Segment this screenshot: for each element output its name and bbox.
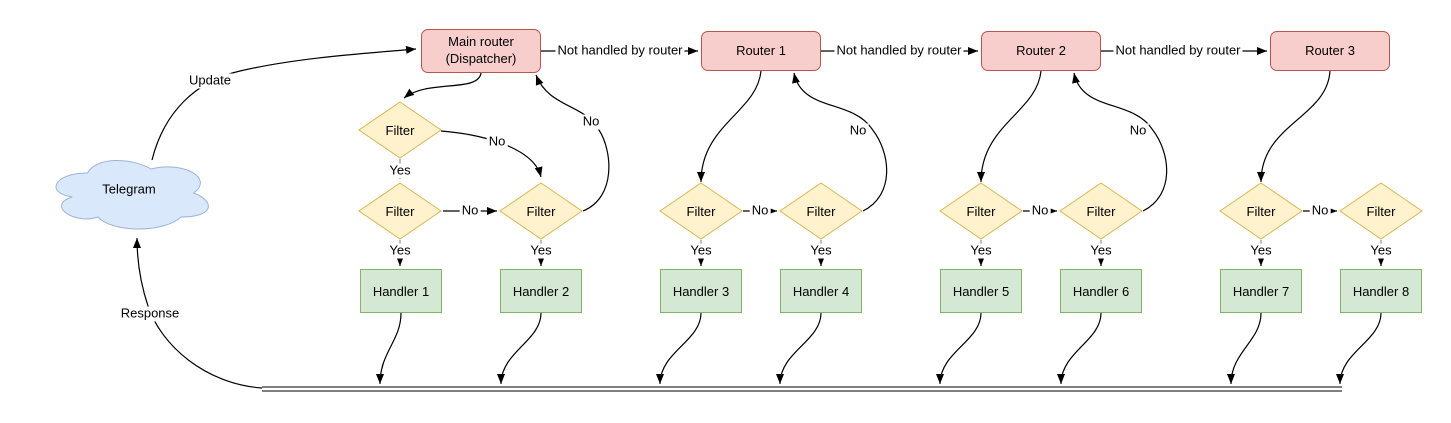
node-filter: Filter: [358, 101, 442, 159]
router-3-label: Router 3: [1305, 42, 1355, 58]
node-filter: Filter: [1219, 182, 1303, 240]
node-handler-7: Handler 7: [1220, 269, 1302, 313]
node-filter: Filter: [659, 182, 743, 240]
edge-handler-out: [1336, 312, 1382, 385]
node-filter: Filter: [1059, 182, 1143, 240]
handler-3-label: Handler 3: [672, 283, 730, 299]
node-handler-6: Handler 6: [1060, 269, 1142, 313]
edge-no-return: [535, 74, 610, 212]
router-1-label: Router 1: [736, 42, 786, 58]
telegram-cloud-shape: [55, 159, 209, 230]
edge-label-not-handled: Not handled by router: [834, 42, 964, 59]
edge-label-no: No: [847, 122, 869, 139]
edge-label-not-handled: Not handled by router: [555, 42, 685, 59]
edge-label-yes: Yes: [387, 242, 413, 259]
edge-handler-out: [656, 312, 702, 385]
edge-handler-out: [497, 312, 542, 385]
edge-label-no: No: [580, 113, 602, 130]
filter-label: Filter: [1366, 203, 1396, 219]
node-handler-4: Handler 4: [780, 269, 862, 313]
handler-5-label: Handler 5: [952, 283, 1010, 299]
edge-handler-out: [1057, 312, 1102, 385]
node-handler-2: Handler 2: [500, 269, 582, 313]
node-filter: Filter: [1339, 182, 1423, 240]
handler-1-label: Handler 1: [372, 283, 430, 299]
handler-8-label: Handler 8: [1352, 283, 1410, 299]
edge-label-yes: Yes: [1248, 242, 1274, 259]
edge-no-return: [1072, 72, 1168, 212]
node-main-router: Main router (Dispatcher): [421, 29, 541, 73]
node-router-1: Router 1: [701, 31, 821, 71]
edge-label-yes: Yes: [387, 162, 413, 179]
filter-label: Filter: [385, 203, 415, 219]
node-router-3: Router 3: [1270, 31, 1390, 71]
router-2-label: Router 2: [1016, 42, 1066, 58]
edge-label-not-handled: Not handled by router: [1113, 42, 1243, 59]
handler-4-label: Handler 4: [792, 283, 850, 299]
edge-label-no: No: [1309, 202, 1331, 219]
handler-2-label: Handler 2: [512, 283, 570, 299]
edge-label-no: No: [486, 133, 508, 150]
handler-6-label: Handler 6: [1072, 283, 1130, 299]
edge-main-to-filter: [403, 72, 482, 99]
filter-label: Filter: [526, 203, 556, 219]
handler-7-label: Handler 7: [1232, 283, 1290, 299]
edge-label-no: No: [749, 202, 771, 219]
edge-handler-out: [776, 312, 822, 385]
edge-router-to-filter: [697, 70, 762, 183]
telegram-label: Telegram: [102, 181, 156, 197]
edge-label-no: No: [1127, 122, 1149, 139]
node-filter: Filter: [358, 182, 442, 240]
filter-label: Filter: [1246, 203, 1276, 219]
node-filter: Filter: [499, 182, 583, 240]
edge-label-yes: Yes: [528, 242, 554, 259]
edge-label-update: Update: [187, 72, 233, 89]
node-handler-1: Handler 1: [360, 269, 442, 313]
edge-label-yes: Yes: [688, 242, 714, 259]
edge-label-no: No: [1029, 202, 1051, 219]
node-handler-8: Handler 8: [1340, 269, 1422, 313]
edge-no-branch: [440, 130, 543, 178]
node-handler-3: Handler 3: [660, 269, 742, 313]
edge-router-to-filter: [1257, 70, 1331, 183]
edge-handler-out: [1227, 312, 1262, 385]
edge-label-yes: Yes: [1088, 242, 1114, 259]
edge-router-to-filter: [977, 70, 1042, 183]
filter-label: Filter: [966, 203, 996, 219]
filter-label: Filter: [806, 203, 836, 219]
node-router-2: Router 2: [981, 31, 1101, 71]
filter-label: Filter: [686, 203, 716, 219]
edge-handler-out: [376, 312, 402, 385]
node-handler-5: Handler 5: [940, 269, 1022, 313]
filter-label: Filter: [385, 122, 415, 138]
edge-handler-out: [936, 312, 982, 385]
edge-label-no: No: [459, 202, 481, 219]
edge-update: [151, 45, 417, 161]
main-router-label: Main router (Dispatcher): [445, 34, 517, 66]
node-filter: Filter: [779, 182, 863, 240]
edge-label-yes: Yes: [1368, 242, 1394, 259]
edge-label-response: Response: [118, 305, 182, 322]
edge-no-return: [792, 72, 888, 212]
node-filter: Filter: [939, 182, 1023, 240]
edge-label-yes: Yes: [968, 242, 994, 259]
edge-label-yes: Yes: [808, 242, 834, 259]
filter-label: Filter: [1086, 203, 1116, 219]
